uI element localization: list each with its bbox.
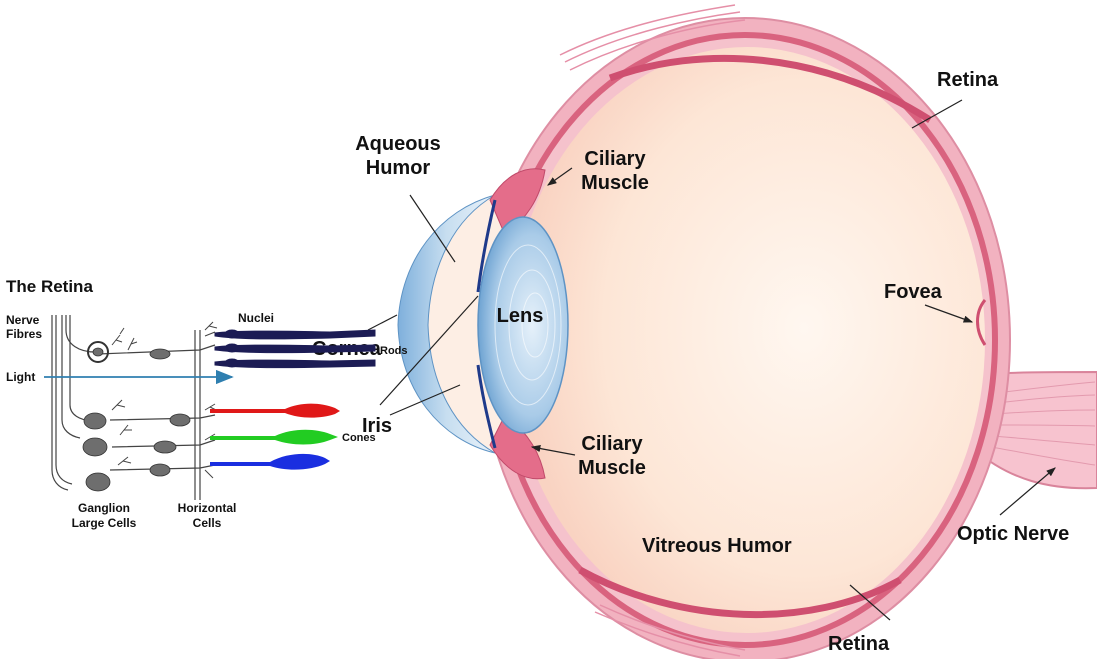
retina-inset-title: The Retina bbox=[6, 277, 93, 296]
cone-green bbox=[210, 430, 338, 445]
ganglion-label-2: Large Cells bbox=[72, 516, 137, 530]
eyeball bbox=[398, 5, 1097, 659]
nerve-fibres-label-1: Nerve bbox=[6, 313, 40, 327]
ciliary-muscle-top-label-2: Muscle bbox=[581, 172, 649, 194]
aqueous-humor-label-2: Humor bbox=[366, 157, 431, 179]
fovea-label: Fovea bbox=[884, 281, 943, 303]
ciliary-muscle-bottom-label-1: Ciliary bbox=[581, 433, 643, 455]
retina-bottom-label: Retina bbox=[828, 633, 890, 655]
ganglion-label-1: Ganglion bbox=[78, 501, 130, 515]
rods-label: Rods bbox=[380, 345, 408, 357]
horizontal-label-1: Horizontal bbox=[178, 501, 237, 515]
rod-cells bbox=[215, 330, 375, 368]
cones-label: Cones bbox=[342, 432, 376, 444]
horizontal-label-2: Cells bbox=[193, 516, 222, 530]
ciliary-muscle-bottom-label-2: Muscle bbox=[578, 457, 646, 479]
aqueous-humor-label-1: Aqueous bbox=[355, 133, 441, 155]
ciliary-muscle-top-label-1: Ciliary bbox=[584, 148, 646, 170]
lens-label: Lens bbox=[497, 305, 544, 327]
vitreous-humor-label: Vitreous Humor bbox=[642, 535, 792, 557]
dendrite-branches bbox=[112, 322, 218, 478]
retina-top-label: Retina bbox=[937, 69, 999, 91]
cone-blue bbox=[210, 454, 330, 470]
optic-nerve-label: Optic Nerve bbox=[957, 523, 1069, 545]
nuclei-label: Nuclei bbox=[238, 311, 274, 325]
nerve-fibres-label-2: Fibres bbox=[6, 327, 42, 341]
cone-red bbox=[210, 404, 340, 418]
light-label: Light bbox=[6, 370, 35, 384]
retina-inset: The Retina Nerve Fibres Nuclei Rods Ligh… bbox=[6, 277, 408, 530]
